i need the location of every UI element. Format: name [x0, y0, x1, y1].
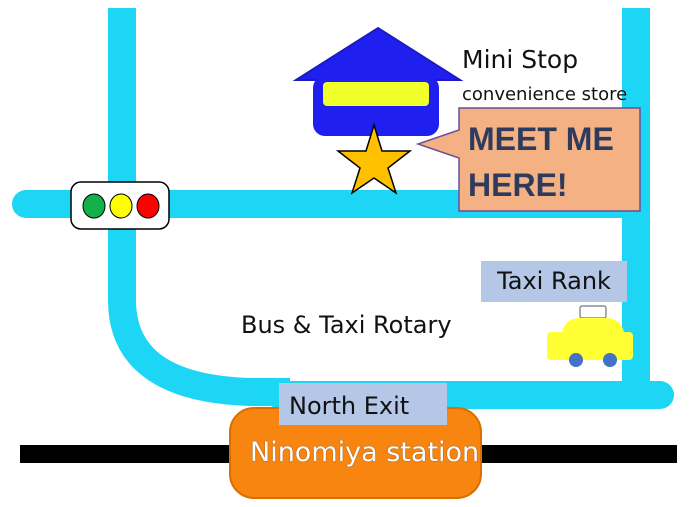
road-west-vertical: [108, 8, 290, 406]
taxi-icon[interactable]: [547, 305, 633, 367]
store-name-label: Mini Stop: [462, 45, 579, 74]
yellow-light: [109, 193, 133, 219]
rotary-label: Bus & Taxi Rotary: [241, 311, 452, 339]
store-sign: [323, 82, 429, 106]
store-icon[interactable]: [292, 26, 464, 136]
green-light: [82, 193, 106, 219]
station-name-label: Ninomiya station: [250, 437, 480, 468]
meet-here-text: MEET ME HERE!: [468, 121, 614, 203]
north-exit-label: North Exit: [279, 383, 447, 425]
meet-here-callout: [415, 107, 641, 212]
traffic-light-icon: [70, 181, 170, 230]
red-light: [136, 193, 160, 219]
taxi-rank-label: Taxi Rank: [481, 261, 627, 302]
store-type-label: convenience store: [462, 84, 628, 105]
star-icon[interactable]: [335, 122, 413, 195]
